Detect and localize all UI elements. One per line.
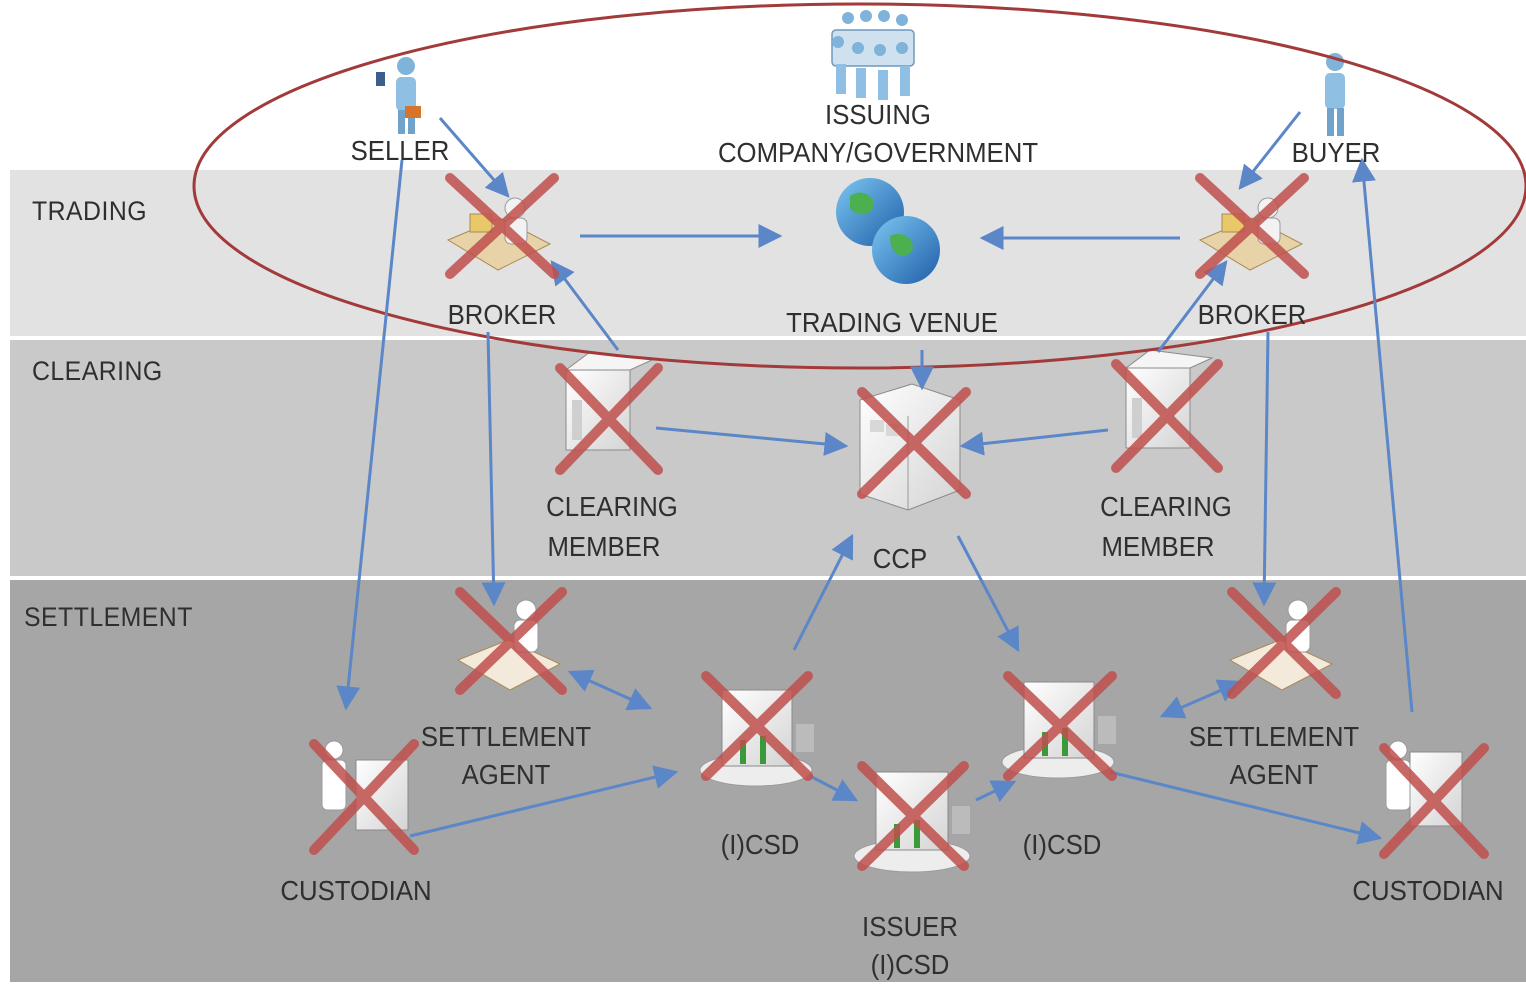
arrow-clearing-member-to-broker	[1156, 260, 1228, 353]
band-label-settlement: SETTLEMENT	[24, 602, 193, 632]
clearing-band	[10, 340, 1526, 576]
meeting-people-icon	[831, 10, 915, 100]
cross-out-icon	[445, 173, 559, 279]
settlement-agent-left-label-line2: AGENT	[461, 759, 551, 790]
arrow-ccp-to-csd	[956, 535, 1020, 653]
arrow-seller-to-custodian	[336, 159, 404, 711]
arrow-custodian-to-csd	[409, 765, 679, 838]
icsd-right-label: (I)CSD	[1022, 829, 1102, 860]
cross-out-icon	[1111, 359, 1223, 473]
broker-right-label: BROKER	[1197, 299, 1307, 330]
buyer-label: BUYER	[1291, 137, 1381, 168]
band-label-clearing: CLEARING	[32, 356, 163, 386]
issuing-company-label-line2: COMPANY/GOVERNMENT	[717, 137, 1039, 168]
server-building-icon	[564, 351, 654, 451]
icsd-left-label: (I)CSD	[720, 829, 800, 860]
custodian-icon	[321, 740, 409, 831]
arrow-clearing-member-to-ccp	[959, 428, 1109, 456]
cross-out-icon	[701, 671, 813, 781]
settlement-agent-right-label-line2: AGENT	[1229, 759, 1319, 790]
cross-out-icon	[1379, 743, 1489, 859]
arrow-broker-to-settlement-agent	[481, 331, 506, 607]
band-label-trading: TRADING	[32, 196, 147, 226]
clearing-member-left-label-line1: CLEARING	[546, 491, 678, 522]
arrow-seller-to-broker	[438, 117, 510, 198]
arrow-clearing-member-to-ccp	[655, 426, 849, 456]
clearing-member-left-label-line2: MEMBER	[547, 531, 661, 562]
arrow-agent-csd	[567, 669, 653, 711]
arrow-custodian-to-buyer	[1351, 157, 1414, 713]
clearing-member-right-label-line2: MEMBER	[1101, 531, 1215, 562]
top-band	[10, 0, 1526, 170]
custodian-right-label: CUSTODIAN	[1352, 875, 1504, 906]
cross-out-icon	[309, 739, 419, 855]
server-building-icon	[1124, 349, 1214, 449]
cross-out-icon	[857, 387, 971, 499]
cross-out-icon	[1003, 671, 1117, 781]
arrow-broker-to-settlement-agent	[1252, 331, 1277, 607]
seller-label: SELLER	[350, 135, 450, 166]
issuer-icsd-label-line2: (I)CSD	[870, 949, 950, 980]
cross-out-icon	[1195, 173, 1309, 279]
seller-person-icon	[376, 57, 421, 134]
cross-out-icon	[857, 761, 969, 871]
arrow-buyer-to-broker	[1238, 111, 1302, 190]
ccp-label: CCP	[872, 543, 928, 574]
csd-building-icon	[1001, 681, 1116, 779]
issuing-company-label-line1: ISSUING	[825, 99, 931, 130]
settlement-agent-right-label-line1: SETTLEMENT	[1188, 721, 1360, 752]
clearing-member-right-label-line1: CLEARING	[1100, 491, 1232, 522]
arrow-csd-to-custodian	[1109, 770, 1383, 845]
buyer-person-icon	[1325, 53, 1345, 136]
arrow-agent-csd	[1159, 679, 1243, 719]
cross-out-icon	[1227, 587, 1341, 699]
arrow-issuer-csd-to-csd	[975, 780, 1017, 803]
arrow-clearing-member-to-broker	[550, 260, 620, 351]
arrow-csd-to-ccp	[792, 533, 854, 651]
market-participants-ellipse	[192, 2, 1526, 370]
settlement-agent-left-label-line1: SETTLEMENT	[420, 721, 592, 752]
trading-venue-label: TRADING VENUE	[786, 307, 998, 338]
arrow-csd-to-issuer-csd	[809, 774, 859, 802]
globe-icon	[836, 178, 940, 284]
cross-out-icon	[455, 587, 567, 695]
cross-out-icon	[555, 363, 663, 475]
custodian-left-label: CUSTODIAN	[280, 875, 432, 906]
issuer-icsd-label-line1: ISSUER	[862, 911, 958, 942]
broker-left-label: BROKER	[447, 299, 557, 330]
